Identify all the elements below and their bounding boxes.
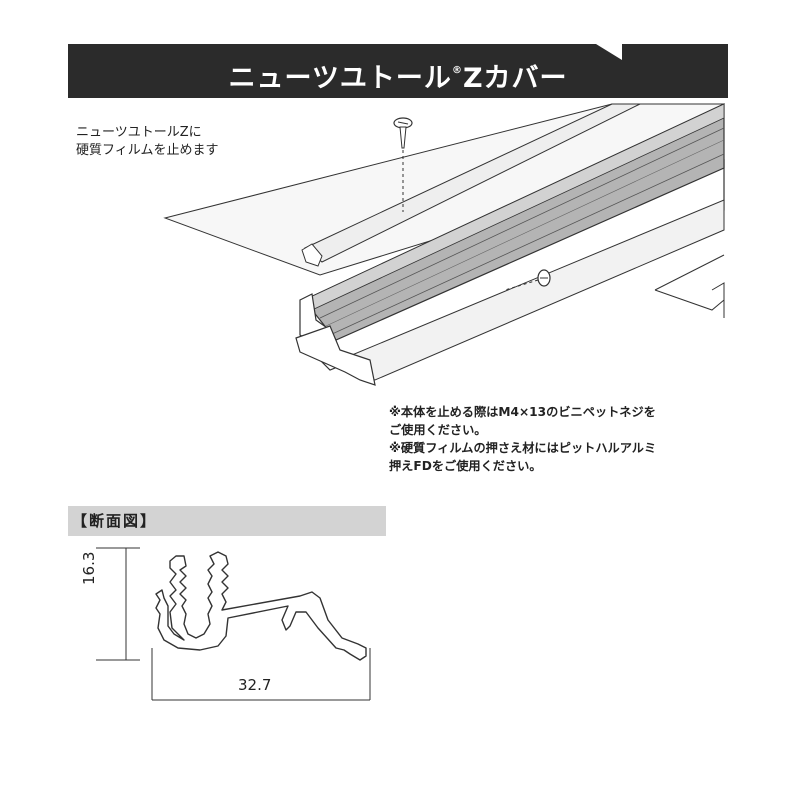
sheet-fold <box>654 289 725 311</box>
usage-notes: ※本体を止める際はM4×13のビニペットネジを ご使用ください。 ※硬質フィルム… <box>389 403 656 475</box>
callout-line: 硬質フィルムを止めます <box>76 143 219 158</box>
title-main: ニューツユトール <box>228 63 452 94</box>
note-line: 押えFDをご使用ください。 <box>389 459 542 473</box>
product-illustration <box>163 103 725 386</box>
note-line: ※本体を止める際はM4×13のビニペットネジを <box>389 405 656 419</box>
callout-text: ニューツユトールZに 硬質フィルムを止めます <box>76 124 218 160</box>
cross-section-diagram <box>96 547 371 701</box>
title-notch-decoration <box>596 44 622 60</box>
width-dimension-label: 32.7 <box>238 676 272 694</box>
sheet-corner <box>711 282 725 318</box>
note-line: ※硬質フィルムの押さえ材にはピットハルアルミ <box>389 441 657 455</box>
rail-end-profile <box>295 325 376 386</box>
screw-side-icon <box>504 269 551 291</box>
callout-line: ニューツユトールZに <box>76 125 202 140</box>
height-dimension-label: 16.3 <box>80 551 98 585</box>
page-title: ニューツユトール®Zカバー <box>68 44 728 98</box>
section-header-bar <box>68 506 386 536</box>
screw-top-icon <box>393 117 413 212</box>
profile-outline <box>155 551 367 661</box>
registered-mark: ® <box>451 65 463 76</box>
note-line: ご使用ください。 <box>389 423 487 437</box>
section-title: 【断面図】 <box>72 512 158 530</box>
sheet-edge <box>654 254 725 291</box>
title-suffix: Zカバー <box>462 63 568 94</box>
